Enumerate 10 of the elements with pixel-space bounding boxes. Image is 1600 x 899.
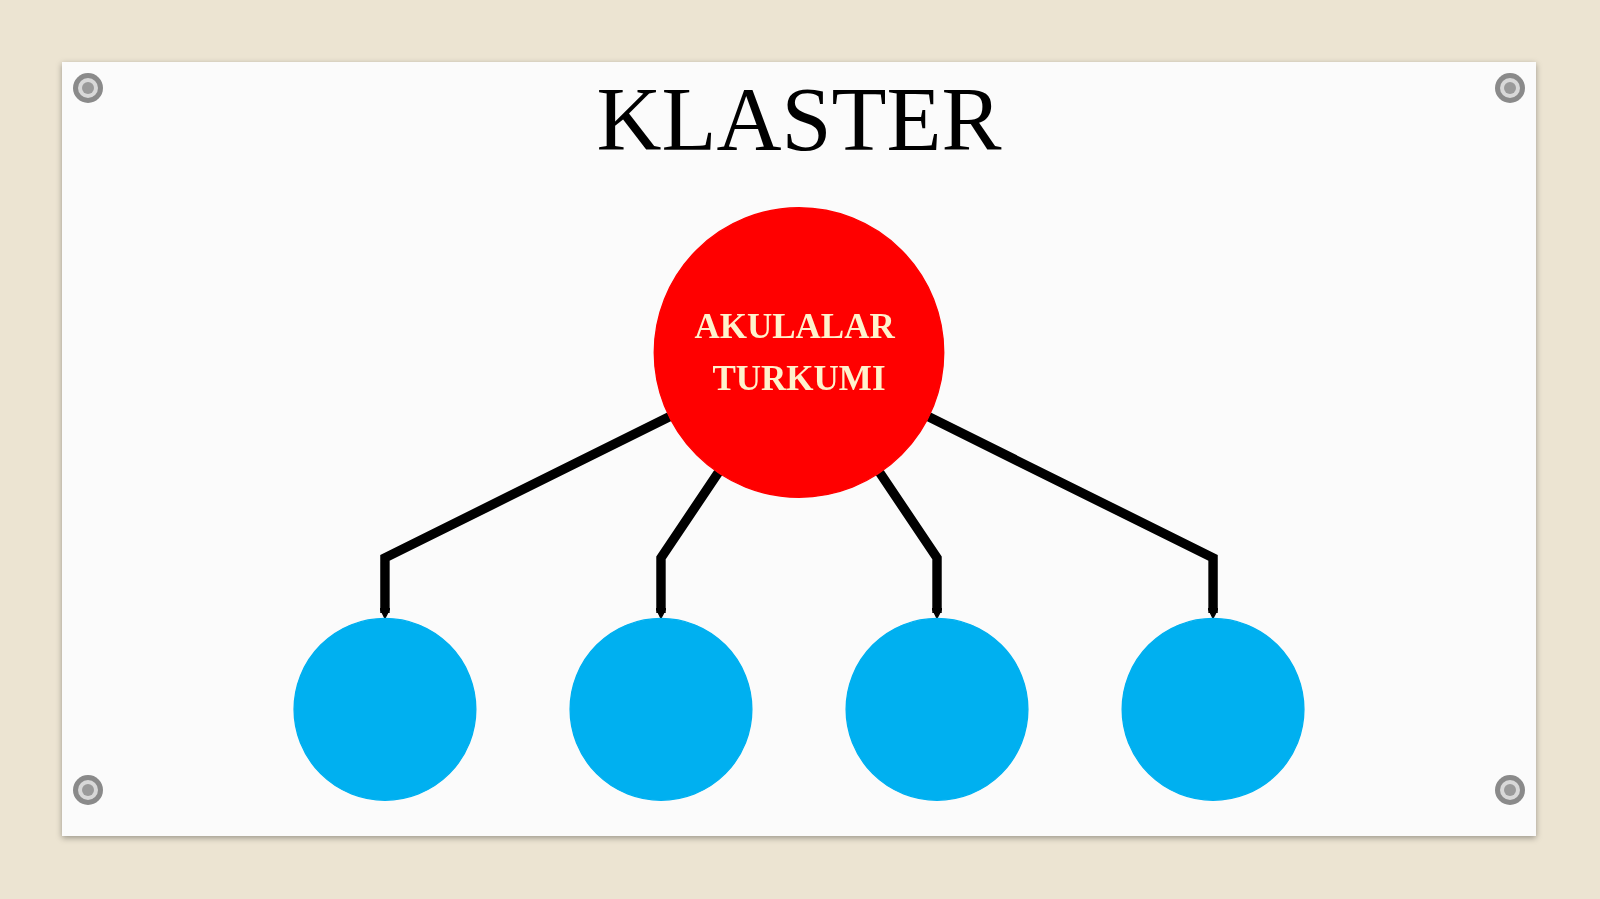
arrow [655,470,723,619]
node-circle [1121,617,1305,801]
node-circle [569,617,753,801]
node-circle [293,617,477,801]
node-circle [845,617,1029,801]
arrow [379,412,672,619]
title: KLASTER [596,70,1002,170]
arrow [875,470,943,619]
arrow [926,412,1219,619]
node-circle: AKULALAR TURKUMI [653,207,945,498]
